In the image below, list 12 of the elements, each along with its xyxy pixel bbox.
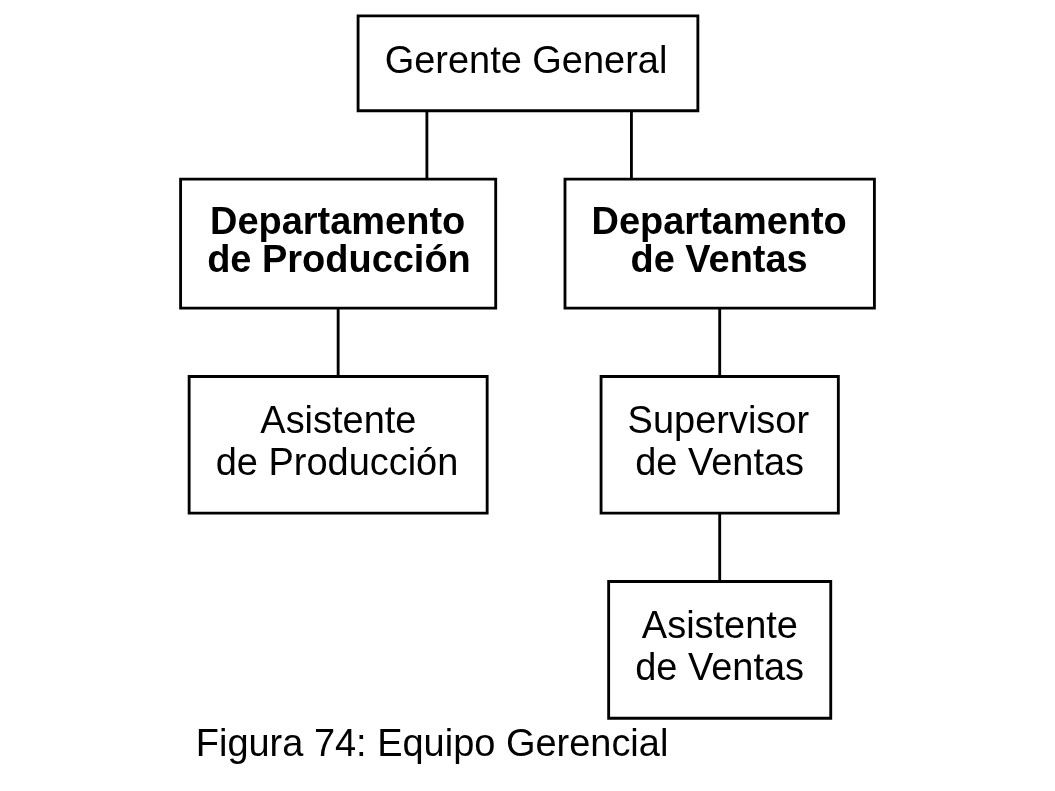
connector xyxy=(425,111,429,179)
connector xyxy=(718,308,722,377)
connector xyxy=(336,308,340,377)
connector xyxy=(718,513,722,581)
node-box: Asistente de Ventas xyxy=(607,580,833,720)
connector xyxy=(630,111,633,179)
node-box: Supervisor de Ventas xyxy=(599,375,840,515)
node-box: Departamento de Ventas xyxy=(563,177,876,310)
node-box: Gerente General xyxy=(356,14,700,113)
node-box: Asistente de Producción xyxy=(187,375,489,515)
node-box: Departamento de Producción xyxy=(179,177,498,310)
caption: Figura 74: Equipo Gerencial xyxy=(195,722,669,765)
